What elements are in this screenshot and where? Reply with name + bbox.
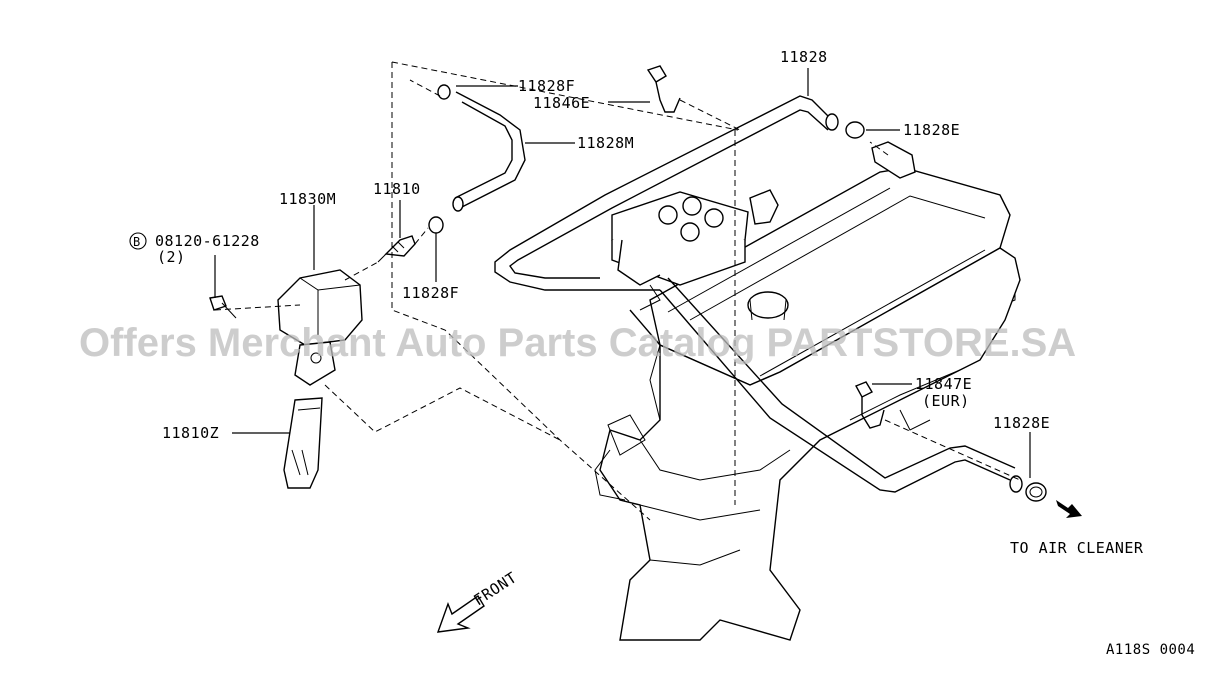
pcv-valve (377, 235, 416, 263)
leader-lines (214, 68, 1031, 478)
hose-11828m (437, 84, 526, 212)
label-11847e: 11847E (915, 375, 972, 393)
label-11828e-bot: 11828E (993, 414, 1050, 432)
bolt (209, 295, 237, 319)
label-11828e-top: 11828E (903, 121, 960, 139)
breather-hose (494, 95, 1023, 493)
label-11830m: 11830M (279, 190, 336, 208)
label-eur: (EUR) (922, 392, 970, 410)
label-front: FRONT (470, 568, 520, 609)
label-11828m: 11828M (577, 134, 634, 152)
watermark-text: Offers Merchant Auto Parts Catalog PARTS… (79, 321, 1076, 365)
harness-clips (646, 65, 885, 429)
filter-element (283, 397, 323, 489)
air-cleaner-arrow (1056, 500, 1082, 518)
label-11846e: 11846E (533, 94, 590, 112)
bolt-symbol-letter: B (133, 235, 140, 249)
label-11810: 11810 (373, 180, 421, 198)
label-11828f-mid: 11828F (402, 284, 459, 302)
front-arrow (436, 594, 485, 633)
label-bolt-qty: (2) (157, 248, 186, 266)
label-11810z: 11810Z (162, 424, 219, 442)
diagram-code: A118S 0004 (1106, 642, 1195, 658)
label-11828f-top: 11828F (518, 77, 575, 95)
bolt-symbol: B (129, 232, 147, 250)
label-to-air-cleaner: TO AIR CLEANER (1010, 539, 1144, 557)
label-bolt-number: 08120-61228 (155, 232, 260, 250)
dashed-lines (214, 61, 1021, 521)
oil-separator (277, 269, 363, 386)
clamp-parts (428, 121, 1047, 502)
label-11828: 11828 (780, 48, 828, 66)
